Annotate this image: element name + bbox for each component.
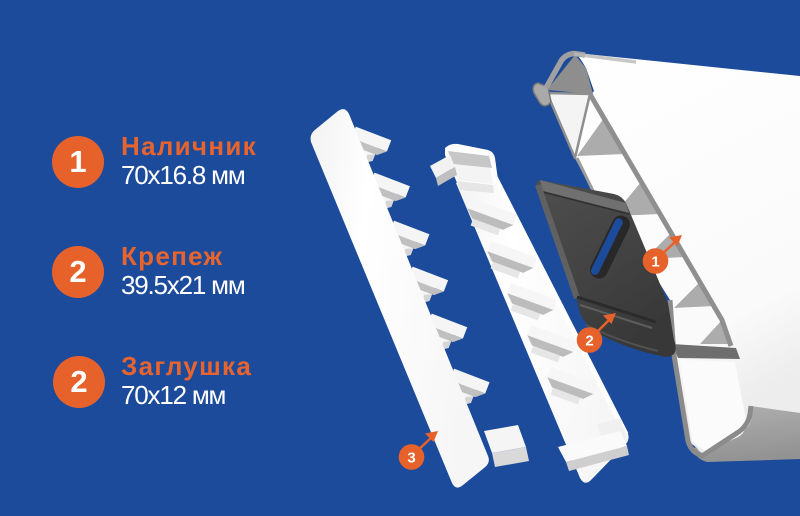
- svg-text:2: 2: [585, 333, 593, 350]
- svg-text:1: 1: [651, 254, 659, 271]
- svg-text:3: 3: [407, 450, 415, 467]
